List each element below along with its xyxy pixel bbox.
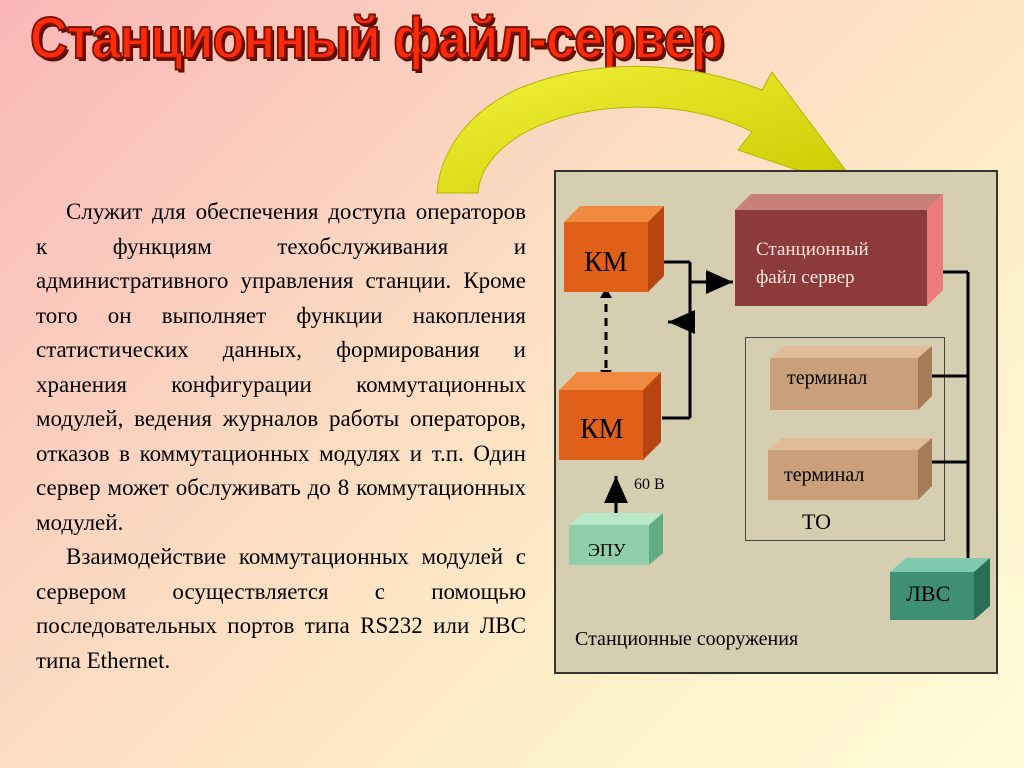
paragraph-2: Взаимодействие коммутационных модулей с … [36,544,526,673]
lvs-label: ЛВС [906,581,951,606]
description-text: Служит для обеспечения доступа операторо… [36,195,526,678]
km-top-label: КМ [584,247,628,278]
to-group-box [745,337,945,541]
file-server-label-line2: файл сервер [756,267,855,288]
epu-label: ЭПУ [588,540,626,560]
paragraph-1: Служит для обеспечения доступа операторо… [36,199,526,535]
page-title: Станционный файл-сервер [29,5,725,72]
terminal-1-block [770,346,932,410]
facilities-label: Станционные сооружения [575,628,799,650]
file-server-block [735,194,943,306]
to-label: ТО [802,509,832,534]
file-server-label: Станционный файл сервер [756,236,869,292]
lvs-block [890,558,990,620]
terminal-1-label: терминал [787,367,868,389]
km-top-block [564,206,664,292]
km-bottom-label: КМ [580,414,624,445]
voltage-label: 60 В [634,476,665,493]
terminal-2-block [768,438,932,500]
km-bottom-block [559,372,661,460]
terminal-2-label: терминал [784,464,865,486]
file-server-label-line1: Станционный [756,239,869,260]
epu-block [569,513,663,565]
